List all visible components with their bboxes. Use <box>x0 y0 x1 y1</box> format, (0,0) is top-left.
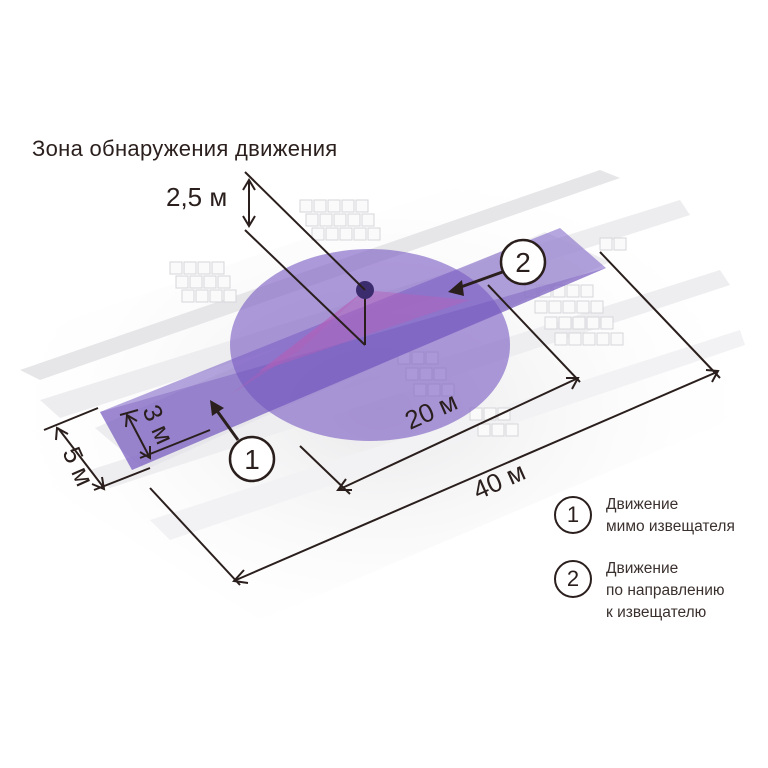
marker-passby: 1 <box>228 435 276 483</box>
legend: 1 Движение мимо извещателя 2 Движение по… <box>552 494 762 638</box>
legend-text-line1: Движение <box>606 496 679 513</box>
legend-item-passby: 1 Движение мимо извещателя <box>552 494 762 544</box>
legend-text-line3: к извещателю <box>606 604 707 621</box>
legend-text-line1: Движение <box>606 560 679 577</box>
detection-cone-left <box>230 290 365 395</box>
shelf-block <box>169 261 237 303</box>
shelf-block <box>599 237 627 251</box>
shelving-blocks <box>169 199 627 437</box>
legend-number: 2 <box>554 560 592 598</box>
detection-beam-core <box>100 268 606 470</box>
marker-toward: 2 <box>499 238 547 286</box>
shelf-block <box>524 284 624 346</box>
arrow-toward-head <box>448 280 464 296</box>
arrow-passby <box>213 407 240 441</box>
dimension-lines <box>43 171 721 586</box>
marker-toward-label: 2 <box>515 247 531 278</box>
legend-number: 1 <box>554 496 592 534</box>
detection-zone <box>100 228 606 470</box>
arrow-toward <box>457 268 509 290</box>
legend-text-line2: мимо извещателя <box>606 518 735 535</box>
movement-arrows <box>210 268 509 441</box>
marker-passby-label: 1 <box>244 444 260 475</box>
diagram-title: Зона обнаружения движения <box>32 136 338 161</box>
dim-height-label: 2,5 м <box>166 182 227 212</box>
shelf-block <box>299 199 381 241</box>
legend-item-toward: 2 Движение по направлению к извещателю <box>552 558 762 624</box>
arrow-passby-head <box>210 400 224 416</box>
detection-beam <box>100 228 606 470</box>
legend-text-line2: по направлению <box>606 582 725 599</box>
